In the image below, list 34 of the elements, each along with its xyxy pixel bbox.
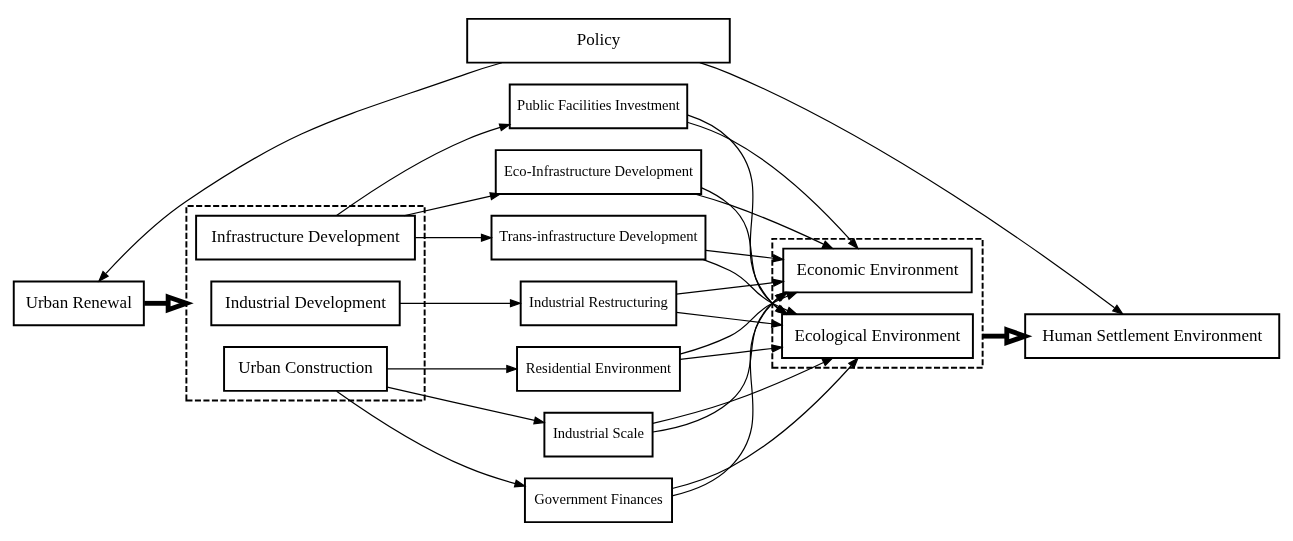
arrow xyxy=(335,390,527,488)
arrow xyxy=(705,249,785,263)
arrow xyxy=(403,192,502,217)
arrow xyxy=(144,293,194,314)
node-box: Industrial Development xyxy=(210,280,401,327)
arrow xyxy=(686,121,860,250)
node-box: Ecological Environment xyxy=(781,313,974,359)
node-box: Eco-Infrastructure Development xyxy=(494,149,703,195)
arrow xyxy=(399,299,523,308)
arrow xyxy=(694,193,835,250)
node-box: Trans-infrastructure Development xyxy=(490,214,707,261)
arrow xyxy=(335,123,512,217)
node-box: Infrastructure Development xyxy=(195,214,416,261)
arrow xyxy=(97,62,503,283)
node-box: Residential Environment xyxy=(516,346,681,392)
node-box: Government Finances xyxy=(523,477,673,524)
arrow xyxy=(675,278,786,295)
node-box: Urban Renewal xyxy=(12,280,145,327)
node-box: Economic Environment xyxy=(782,247,973,294)
arrow xyxy=(679,344,784,361)
node-box: Human Settlement Environment xyxy=(1024,313,1281,359)
arrow xyxy=(386,386,546,425)
arrow xyxy=(386,364,519,374)
arrow xyxy=(652,357,835,425)
arrow xyxy=(671,356,860,490)
node-box: Policy xyxy=(466,17,731,64)
cluster xyxy=(185,205,426,402)
arrow xyxy=(675,311,784,328)
node-box: Urban Construction xyxy=(223,346,388,392)
node-box: Public Facilities Investment xyxy=(508,83,689,130)
node-box: Industrial Restructuring xyxy=(519,280,678,327)
node-box: Industrial Scale xyxy=(543,411,654,458)
arrow xyxy=(414,233,494,242)
arrow xyxy=(982,326,1033,346)
